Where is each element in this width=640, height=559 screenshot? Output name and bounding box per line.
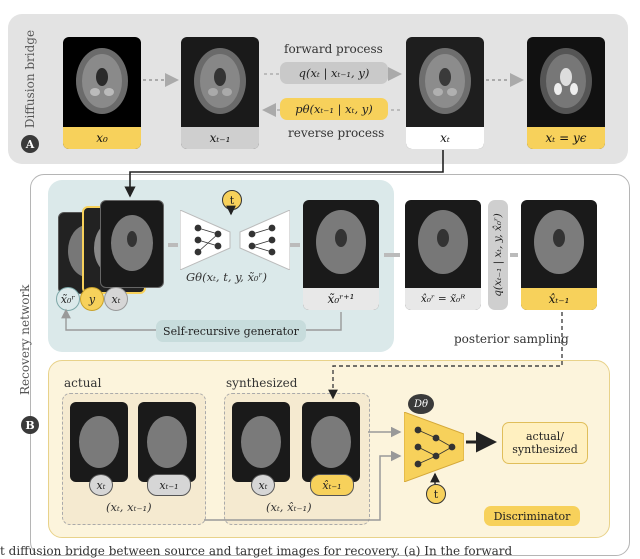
section-a-badge: A — [21, 135, 39, 153]
synth-xt-1-token: x̂ₜ₋₁ — [310, 474, 354, 496]
actual-xt-1-token: xₜ₋₁ — [147, 474, 191, 496]
xT-label: xₜ = yϵ — [527, 127, 605, 149]
caption-fragment: t diffusion bridge between source and ta… — [0, 544, 513, 558]
synth-xt-token: xₜ — [251, 474, 275, 496]
posterior-estimate-label: x̂₀ʳ = x̃₀ᴿ — [405, 288, 481, 310]
forward-process-label: forward process — [284, 42, 383, 56]
synth-xt-1-image — [302, 402, 360, 482]
actual-label: actual — [64, 376, 102, 390]
synthesized-label: synthesized — [226, 376, 298, 390]
posterior-equation: q(xₜ₋₁ | xₜ, y, x̂₀ʳ) — [488, 200, 508, 310]
mri-xt: xₜ — [406, 37, 484, 149]
xt-minus-1-label: xₜ₋₁ — [181, 127, 259, 149]
generator-output-label: x̃₀ʳ⁺¹ — [303, 288, 379, 310]
discriminator-output: actual/ synthesized — [502, 422, 588, 464]
posterior-output-image: x̂ₜ₋₁ — [521, 200, 597, 310]
synth-pair-text: (xₜ, x̂ₜ₋₁) — [266, 500, 312, 514]
reverse-process-label: reverse process — [288, 126, 385, 140]
actual-xt-image — [70, 402, 128, 482]
mri-xT: xₜ = yϵ — [527, 37, 605, 149]
posterior-estimate-image: x̂₀ʳ = x̃₀ᴿ — [405, 200, 481, 310]
input-stack-front — [100, 200, 164, 288]
discriminator-name: Discriminator — [484, 506, 580, 526]
input-xt-token: xₜ — [104, 287, 128, 311]
forward-equation: q(xₜ | xₜ₋₁, y) — [280, 62, 388, 84]
input-y-token: y — [80, 287, 104, 311]
actual-pair-text: (xₜ, xₜ₋₁) — [106, 500, 152, 514]
actual-xt-1-image — [138, 402, 196, 482]
discriminator-network — [404, 412, 464, 482]
generator-equation: Gθ(xₜ, t, y, x̃₀ʳ) — [186, 270, 268, 284]
input-x0r-token: x̃₀ʳ — [56, 287, 80, 311]
posterior-sampling-label: posterior sampling — [454, 332, 569, 346]
section-b-badge: B — [21, 416, 39, 434]
generator-network — [180, 210, 290, 270]
reverse-equation: pθ(xₜ₋₁ | xₜ, y) — [280, 98, 388, 120]
discriminator-t-token: t — [426, 484, 446, 504]
posterior-output-label: x̂ₜ₋₁ — [521, 288, 597, 310]
mri-x0: x₀ — [63, 37, 141, 149]
discriminator-d-token: Dθ — [408, 394, 434, 414]
synth-xt-image — [232, 402, 290, 482]
mri-xt-minus-1: xₜ₋₁ — [181, 37, 259, 149]
xt-label: xₜ — [406, 127, 484, 149]
generator-output-image: x̃₀ʳ⁺¹ — [303, 200, 379, 310]
x0-label: x₀ — [63, 127, 141, 149]
actual-xt-token: xₜ — [89, 474, 113, 496]
self-recursive-label: Self-recursive generator — [156, 320, 306, 342]
